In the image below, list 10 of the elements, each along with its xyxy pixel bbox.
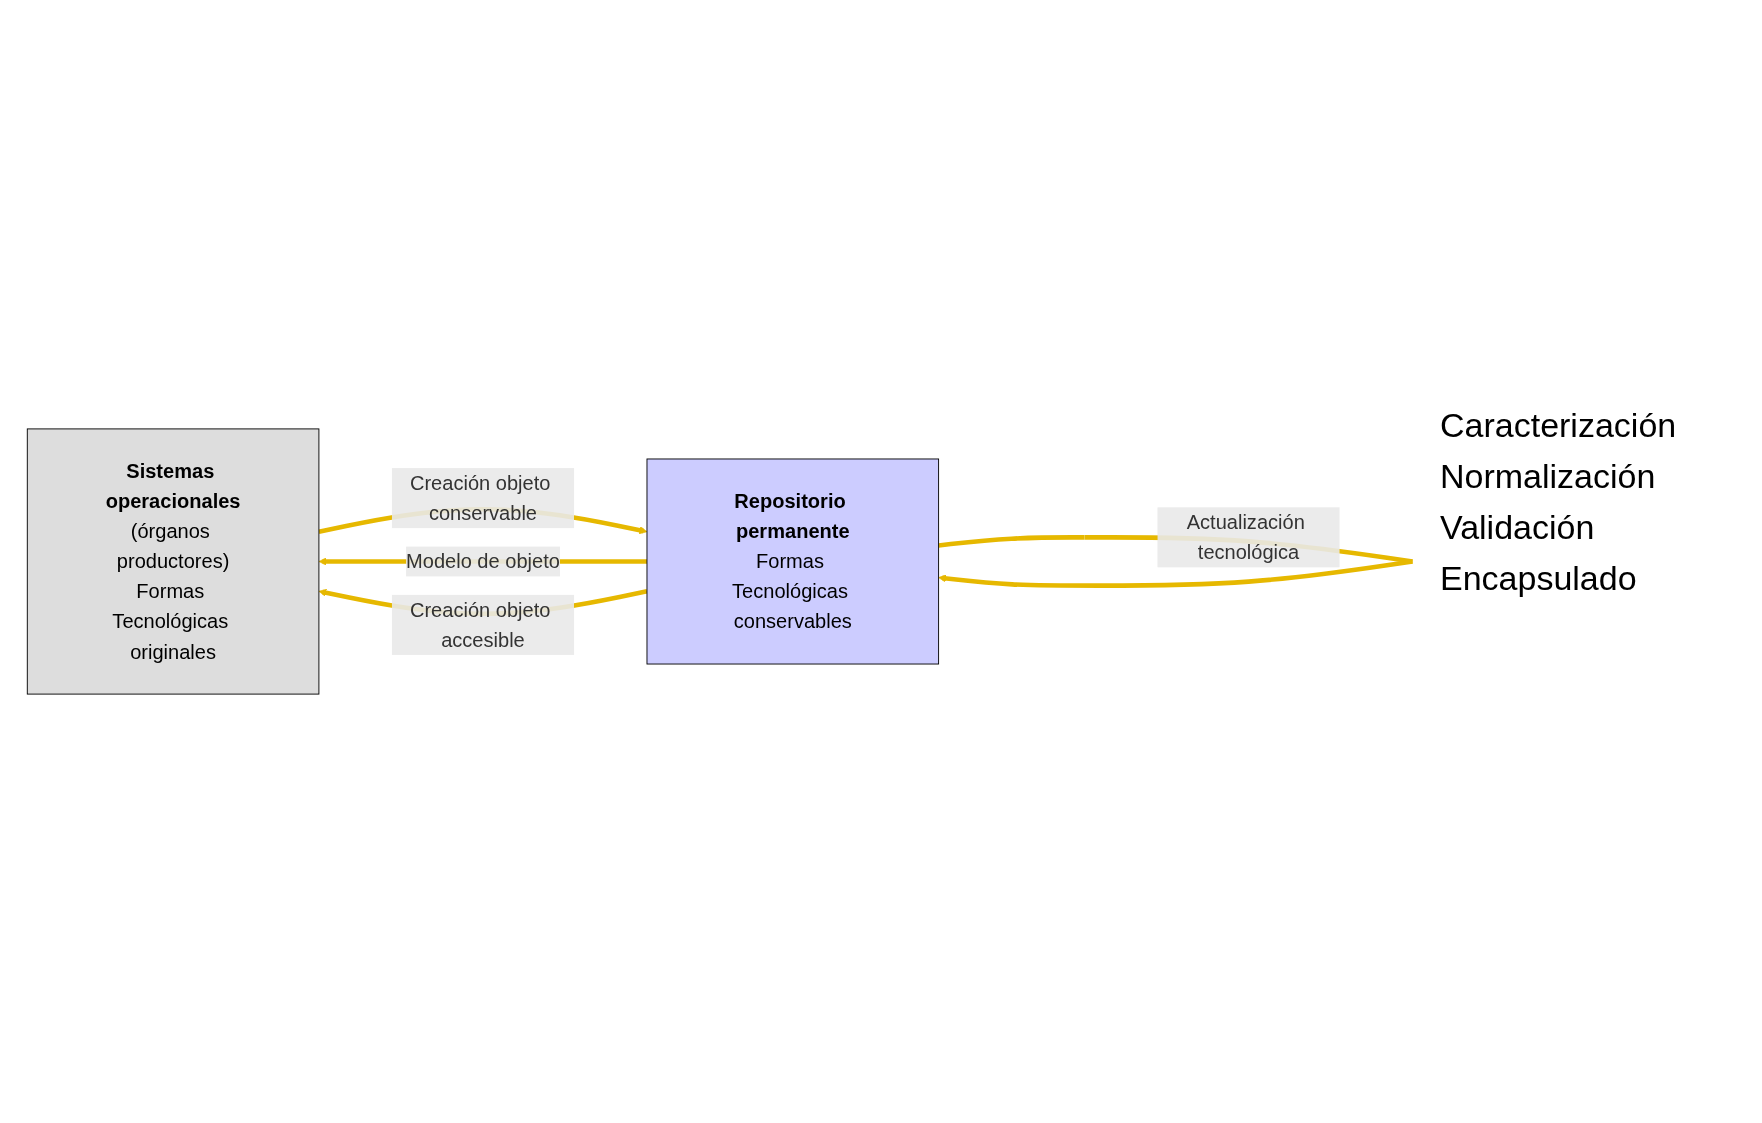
edge-label: Modelo de objeto bbox=[406, 550, 560, 573]
step-text: Caracterización bbox=[1440, 405, 1678, 446]
node-box: Repositorio permanente Formas Tecnológicas conservables bbox=[646, 458, 940, 665]
edge-label: Creación objeto accesible bbox=[409, 598, 551, 652]
step-text: Encapsulado bbox=[1440, 558, 1638, 599]
edge-label: Actualización tecnológica bbox=[1186, 510, 1305, 564]
edge-label: Creación objeto conservable bbox=[409, 471, 551, 525]
node-box: Sistemas operacionales (órganos productores) Formas Tecnológicas originales bbox=[26, 428, 320, 695]
step-text: Normalización bbox=[1440, 456, 1657, 497]
step-text: Validación bbox=[1440, 507, 1596, 548]
